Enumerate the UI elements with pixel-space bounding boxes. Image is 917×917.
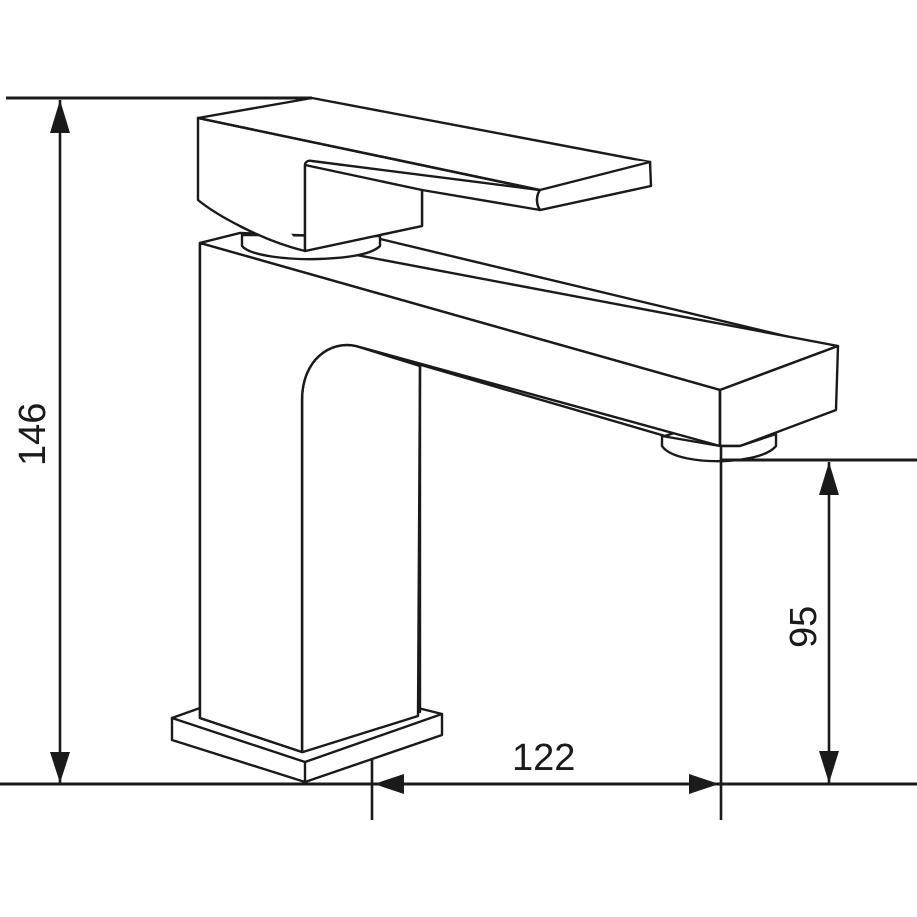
dimension-label-95: 95 [783, 606, 825, 648]
dimension-overall-height: 146 [6, 96, 312, 783]
arrow-up-icon [819, 462, 839, 495]
arrow-down-icon [819, 751, 839, 783]
arrow-down-icon [50, 752, 70, 783]
arrow-up-icon [50, 100, 70, 133]
lever-handle [196, 96, 653, 253]
dimension-label-146: 146 [12, 403, 54, 466]
faucet [170, 96, 840, 784]
dimension-label-122: 122 [512, 737, 575, 779]
spout-body [198, 231, 840, 754]
dimension-spout-reach: 122 [370, 446, 723, 820]
arrow-right-icon [689, 774, 719, 794]
dimension-spout-height: 95 [722, 458, 917, 783]
arrow-left-icon [374, 774, 404, 794]
